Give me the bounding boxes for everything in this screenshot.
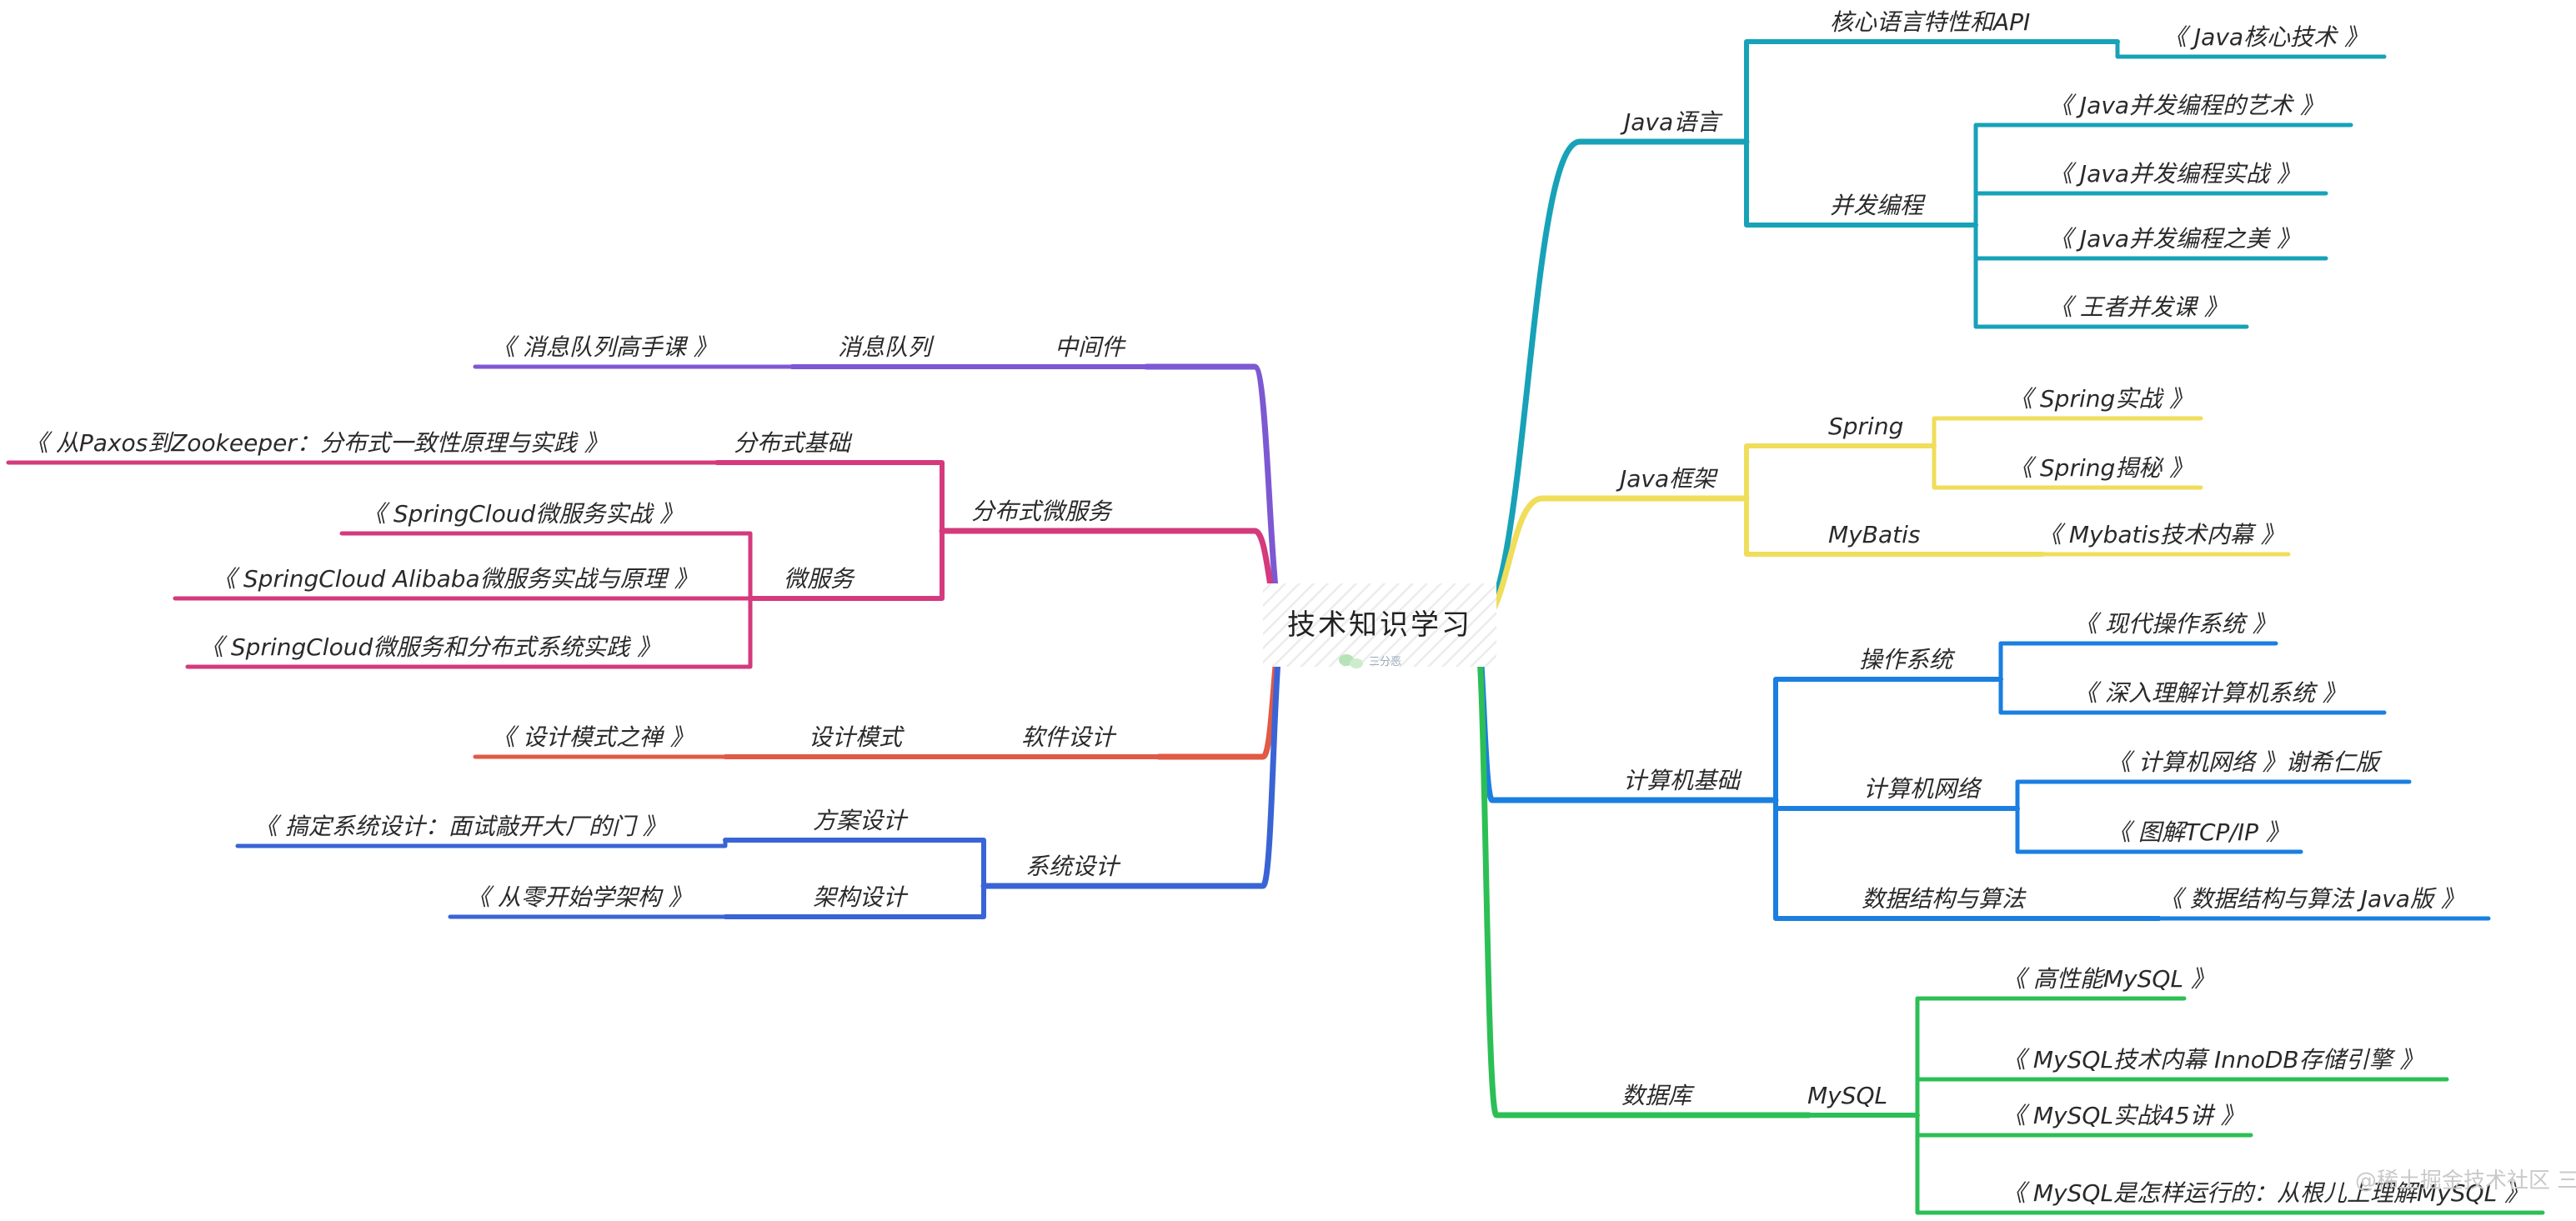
edge-ms_b3 xyxy=(185,596,753,669)
node-arch[interactable]: 架构设计 xyxy=(813,883,909,911)
edge-db xyxy=(1472,622,1812,1118)
node-dp_b1[interactable]: 《 设计模式之禅 》 xyxy=(492,723,694,751)
node-j_conc_b2[interactable]: 《 Java并发编程实战 》 xyxy=(2049,160,2300,188)
node-j_conc[interactable]: 并发编程 xyxy=(1830,192,1926,219)
node-cs[interactable]: 计算机基础 xyxy=(1623,767,1742,794)
node-mq[interactable]: 消息队列 xyxy=(838,333,935,361)
node-j_conc_b1[interactable]: 《 Java并发编程的艺术 》 xyxy=(2049,92,2323,119)
node-mysql_b3[interactable]: 《 MySQL实战45讲 》 xyxy=(2002,1102,2244,1129)
root-node-background xyxy=(1263,583,1496,667)
node-j_core[interactable]: 核心语言特性和API xyxy=(1830,8,2030,36)
root-node[interactable]: 技术知识学习 三分恶 xyxy=(1263,583,1496,668)
edge-j_conc_b2 xyxy=(1973,191,2328,228)
node-dist_base[interactable]: 分布式基础 xyxy=(734,429,853,457)
node-sys[interactable]: 系统设计 xyxy=(1025,853,1121,880)
node-ms_b2[interactable]: 《 SpringCloud Alibaba微服务实战与原理 》 xyxy=(213,565,698,593)
node-mybatis[interactable]: MyBatis xyxy=(1828,521,1920,548)
edge-mysql_b4 xyxy=(1915,1113,2545,1215)
edge-spring_b1 xyxy=(1932,416,2203,448)
node-sd[interactable]: 软件设计 xyxy=(1021,723,1117,751)
node-mysql[interactable]: MySQL xyxy=(1807,1082,1887,1109)
node-ms_b1[interactable]: 《 SpringCloud微服务实战 》 xyxy=(363,500,683,528)
node-dsa_b1[interactable]: 《 数据结构与算法 Java版 》 xyxy=(2159,885,2464,913)
node-os_b2[interactable]: 《 深入理解计算机系统 》 xyxy=(2074,679,2346,707)
node-net_b1[interactable]: 《 计算机网络 》谢希仁版 xyxy=(2107,748,2383,776)
edge-ms_b1 xyxy=(339,531,753,601)
edge-net_b2 xyxy=(2015,806,2303,854)
corner-watermark: @稀土掘金技术社区 三分恶 xyxy=(2355,1168,2576,1193)
node-net_b2[interactable]: 《 图解TCP/IP 》 xyxy=(2107,818,2289,846)
node-j_core_b1[interactable]: 《 Java核心技术 》 xyxy=(2163,23,2368,51)
node-net[interactable]: 计算机网络 xyxy=(1863,775,1982,803)
node-mybatis_b1[interactable]: 《 Mybatis技术内幕 》 xyxy=(2038,521,2284,548)
node-dp[interactable]: 设计模式 xyxy=(809,723,905,751)
edge-net_b1 xyxy=(2015,779,2412,811)
node-ms_b3[interactable]: 《 SpringCloud微服务和分布式系统实践 》 xyxy=(200,633,660,661)
edge-java xyxy=(1472,138,1750,628)
wechat-icon xyxy=(1339,654,1363,668)
node-dist_base_b1[interactable]: 《 从Paxos到Zookeeper：分布式一致性原理与实践 》 xyxy=(25,429,608,457)
node-os_b1[interactable]: 《 现代操作系统 》 xyxy=(2074,610,2276,638)
edge-layer xyxy=(6,39,2545,1215)
node-j_conc_b4[interactable]: 《 王者并发课 》 xyxy=(2049,293,2228,321)
node-mw[interactable]: 中间件 xyxy=(1055,333,1126,361)
node-mq_b1[interactable]: 《 消息队列高手课 》 xyxy=(492,333,717,361)
edge-os xyxy=(1772,677,2003,803)
edge-arch xyxy=(723,883,986,919)
node-fw[interactable]: Java框架 xyxy=(1616,465,1718,493)
root-label: 技术知识学习 xyxy=(1287,608,1472,642)
node-mysql_b2[interactable]: 《 MySQL技术内幕 InnoDB存储引擎 》 xyxy=(2002,1046,2423,1073)
node-spring[interactable]: Spring xyxy=(1828,413,1903,440)
edge-fw xyxy=(1472,495,1750,628)
edge-j_core xyxy=(1743,39,2120,144)
node-spring_b1[interactable]: 《 Spring实战 》 xyxy=(2009,385,2193,413)
edge-mybatis xyxy=(1744,496,2045,557)
node-dsa[interactable]: 数据结构与算法 xyxy=(1862,885,2027,913)
edge-dist_base xyxy=(714,460,945,533)
edge-dsa xyxy=(1772,798,2162,921)
edge-os_b1 xyxy=(1998,641,2278,682)
edge-j_conc xyxy=(1743,139,1978,228)
edge-os_b2 xyxy=(1998,677,2387,715)
root-watermark: 三分恶 xyxy=(1369,656,1401,668)
node-os[interactable]: 操作系统 xyxy=(1859,646,1956,673)
edge-spring xyxy=(1744,443,1937,501)
edge-j_conc_b4 xyxy=(1973,223,2249,329)
node-ms[interactable]: 微服务 xyxy=(784,565,855,593)
edge-ms xyxy=(748,528,945,601)
edge-sol xyxy=(723,838,986,888)
node-mysql_b4[interactable]: 《 MySQL是怎样运行的：从根儿上理解MySQL 》 xyxy=(2002,1179,2528,1207)
node-sol_b1[interactable]: 《 搞定系统设计：面试敲开大厂的门 》 xyxy=(254,813,666,840)
edge-j_core_b1 xyxy=(2115,39,2387,59)
node-arch_b1[interactable]: 《 从零开始学架构 》 xyxy=(467,883,692,911)
node-j_conc_b3[interactable]: 《 Java并发编程之美 》 xyxy=(2049,225,2300,253)
node-mysql_b1[interactable]: 《 高性能MySQL 》 xyxy=(2002,965,2214,993)
node-db[interactable]: 数据库 xyxy=(1621,1082,1695,1109)
edge-spring_b2 xyxy=(1932,443,2203,490)
node-java[interactable]: Java语言 xyxy=(1620,108,1723,136)
node-spring_b2[interactable]: 《 Spring揭秘 》 xyxy=(2009,454,2193,482)
node-dist[interactable]: 分布式微服务 xyxy=(971,498,1113,525)
edge-dist xyxy=(939,528,1287,628)
node-sol[interactable]: 方案设计 xyxy=(813,807,909,834)
edge-sol_b1 xyxy=(235,838,728,848)
